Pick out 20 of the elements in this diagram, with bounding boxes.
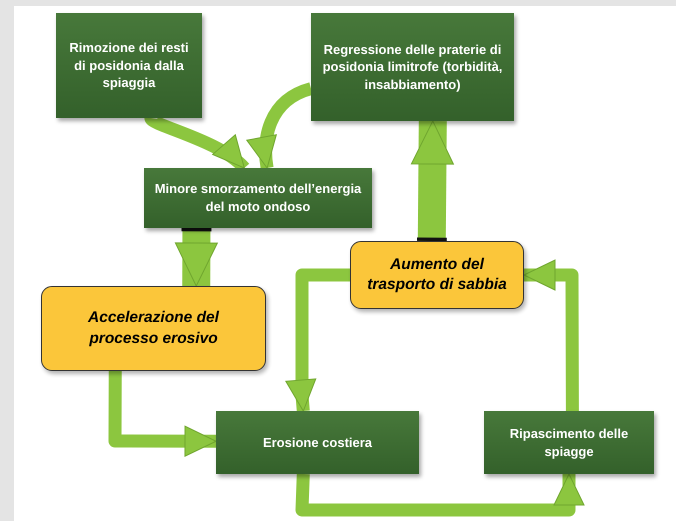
box-text: Aumento del trasporto di sabbia (366, 254, 508, 295)
highlight-box (350, 241, 524, 309)
arrow (296, 474, 584, 516)
arrow (174, 228, 218, 286)
process-box (56, 13, 202, 118)
highlight-box (41, 286, 266, 371)
process-box (311, 13, 514, 121)
box-text: Regressione delle praterie di posidonia limitrofe (torbidità, insabbiamento) (322, 40, 504, 94)
box-text: Accelerazione del processo erosivo (86, 308, 220, 348)
box-text: Erosione costiera (262, 434, 372, 452)
arrow (524, 260, 579, 412)
box-text: Ripascimento delle spiagge (508, 424, 630, 460)
box-text: Minore smorzamento dell’energia del moto ondoso (154, 180, 362, 216)
arrow (247, 82, 314, 169)
process-box (484, 411, 654, 474)
process-box (144, 168, 372, 228)
process-box (216, 411, 419, 474)
arrow (410, 120, 454, 242)
box-text: Rimozione dei resti di posidonia dalla spiaggia (68, 39, 190, 92)
arrow (108, 370, 216, 457)
